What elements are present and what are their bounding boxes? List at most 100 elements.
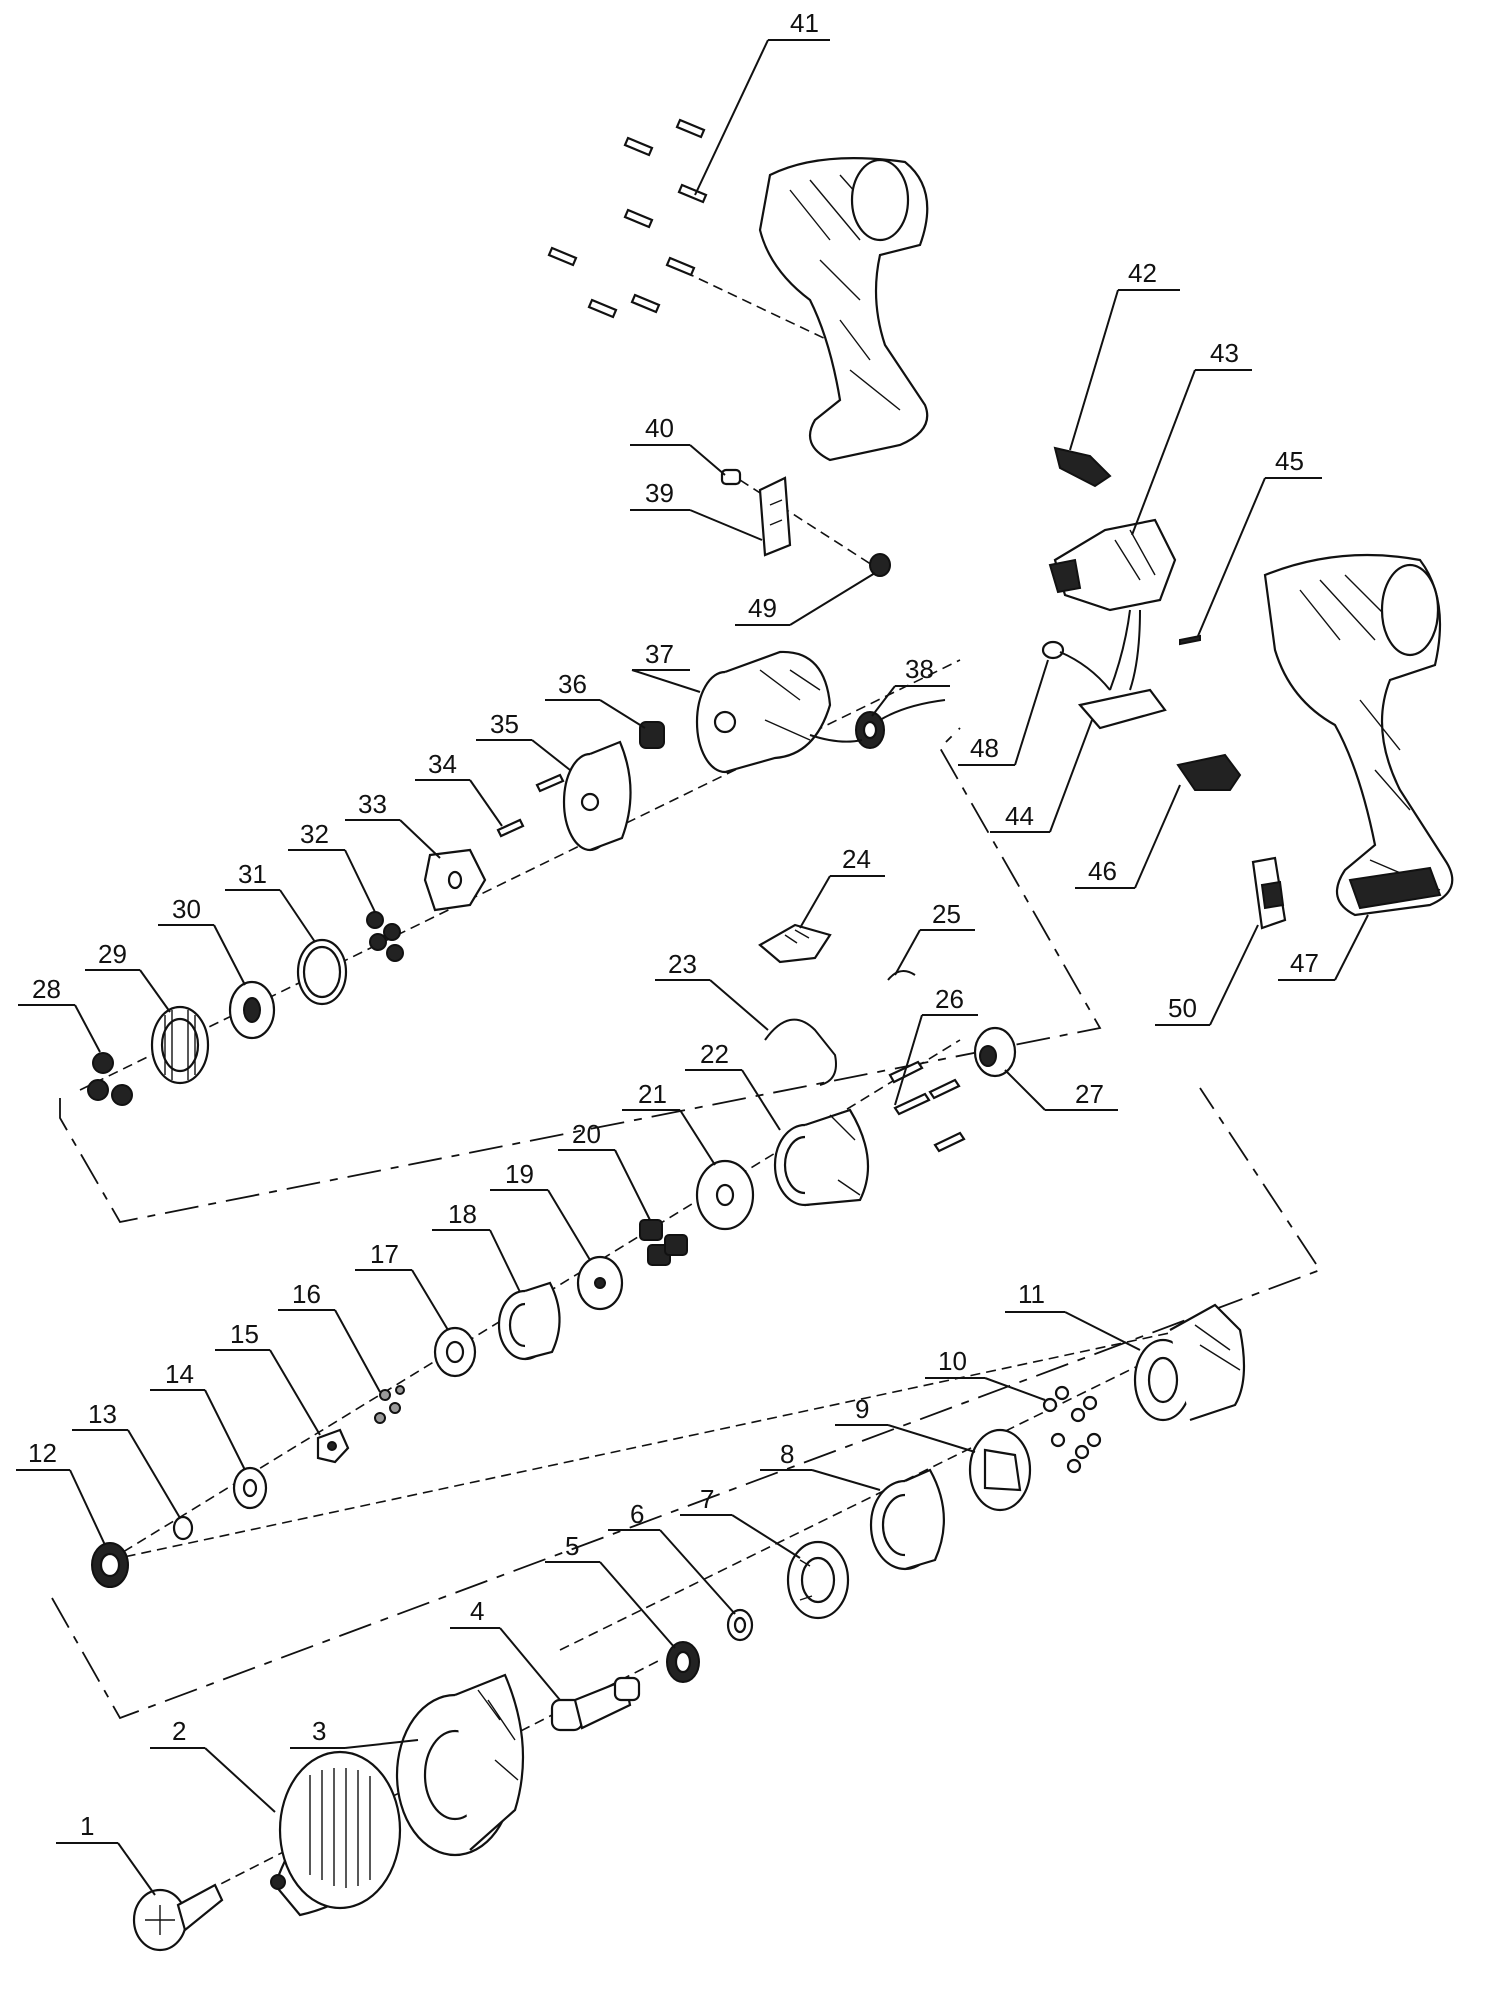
callout-39: 39 <box>630 478 763 541</box>
part-46-contact <box>1176 753 1242 791</box>
svg-text:18: 18 <box>448 1199 477 1229</box>
callout-5: 5 <box>545 1531 676 1649</box>
svg-text:35: 35 <box>490 709 519 739</box>
part-47-housing-half-right <box>1263 553 1454 917</box>
svg-text:48: 48 <box>970 733 999 763</box>
callout-22: 22 <box>685 1039 781 1131</box>
callout-50: 50 <box>1155 924 1259 1026</box>
callout-13: 13 <box>72 1399 181 1519</box>
svg-text:2: 2 <box>172 1716 186 1746</box>
callout-4: 4 <box>450 1596 561 1701</box>
svg-text:46: 46 <box>1088 856 1117 886</box>
svg-text:20: 20 <box>572 1119 601 1149</box>
callout-11: 11 <box>1005 1279 1141 1351</box>
svg-text:33: 33 <box>358 789 387 819</box>
part-15-carrier <box>316 1428 350 1464</box>
callout-42: 42 <box>1069 258 1180 451</box>
svg-text:21: 21 <box>638 1079 667 1109</box>
part-41-screws <box>547 118 708 319</box>
part-7-ring-gear <box>786 1540 850 1620</box>
callout-16: 16 <box>278 1279 381 1393</box>
part-14-washer <box>232 1466 268 1510</box>
callout-30: 30 <box>158 894 246 986</box>
part-49-nut <box>869 553 891 577</box>
svg-text:30: 30 <box>172 894 201 924</box>
svg-text:42: 42 <box>1128 258 1157 288</box>
callout-14: 14 <box>150 1359 246 1471</box>
callout-27: 27 <box>1004 1069 1118 1111</box>
callout-26: 26 <box>894 984 978 1106</box>
part-36-pinion <box>639 721 665 749</box>
part-44-circuit-board <box>1077 688 1167 730</box>
part-45-strip <box>1179 634 1201 646</box>
svg-text:11: 11 <box>1018 1279 1045 1309</box>
svg-text:8: 8 <box>780 1439 794 1469</box>
part-37-motor <box>695 650 832 774</box>
part-1-screw <box>132 1883 224 1952</box>
callout-19: 19 <box>490 1159 591 1261</box>
part-17-carrier <box>433 1326 477 1378</box>
part-32-planet-gears <box>366 911 404 962</box>
svg-text:25: 25 <box>932 899 961 929</box>
callout-33: 33 <box>345 789 441 859</box>
part-19-carrier <box>576 1255 624 1311</box>
svg-text:50: 50 <box>1168 993 1197 1023</box>
part-43-switch-module <box>1048 518 1177 691</box>
svg-text:17: 17 <box>370 1239 399 1269</box>
svg-text:15: 15 <box>230 1319 259 1349</box>
part-13-circlip <box>172 1515 194 1541</box>
svg-text:40: 40 <box>645 413 674 443</box>
part-23-spring-wire <box>764 1018 837 1086</box>
callout-17: 17 <box>355 1239 449 1331</box>
svg-text:41: 41 <box>790 8 819 38</box>
callout-18: 18 <box>432 1199 521 1293</box>
callout-3: 3 <box>290 1716 419 1749</box>
callout-25: 25 <box>894 899 975 976</box>
part-27-bushing <box>973 1026 1017 1078</box>
svg-text:37: 37 <box>645 639 674 669</box>
parts <box>87 118 1454 1952</box>
svg-text:16: 16 <box>292 1279 321 1309</box>
svg-text:32: 32 <box>300 819 329 849</box>
svg-text:26: 26 <box>935 984 964 1014</box>
callout-38: 38 <box>871 654 950 717</box>
housing-half-left <box>758 157 929 462</box>
callout-24: 24 <box>799 844 885 929</box>
part-20-planet-gears <box>639 1219 688 1266</box>
svg-text:9: 9 <box>855 1394 869 1424</box>
part-28-planet-gears <box>87 1052 133 1106</box>
svg-text:34: 34 <box>428 749 457 779</box>
callout-10: 10 <box>925 1346 1046 1401</box>
part-16-planet-gears <box>374 1385 405 1424</box>
callout-37: 37 <box>631 639 701 693</box>
part-35-motor-plate <box>562 740 632 852</box>
part-5-bearing <box>666 1641 700 1683</box>
part-18-ring-gear <box>497 1281 561 1361</box>
part-21-washer <box>695 1159 755 1231</box>
svg-text:47: 47 <box>1290 948 1319 978</box>
callout-7: 7 <box>680 1484 801 1559</box>
callout-23: 23 <box>655 949 769 1031</box>
callout-labels: 1 2 3 4 5 6 7 8 9 10 11 12 13 14 15 16 1… <box>16 8 1369 1896</box>
part-22-gearbox-housing <box>773 1108 870 1207</box>
callout-34: 34 <box>415 749 503 827</box>
callout-6: 6 <box>608 1499 736 1615</box>
callout-9: 9 <box>835 1394 976 1453</box>
part-11-clutch-housing <box>1133 1303 1246 1422</box>
part-24-switch <box>758 923 832 964</box>
svg-text:38: 38 <box>905 654 934 684</box>
svg-text:19: 19 <box>505 1159 534 1189</box>
svg-text:24: 24 <box>842 844 871 874</box>
svg-text:14: 14 <box>165 1359 194 1389</box>
svg-text:1: 1 <box>80 1811 94 1841</box>
callout-31: 31 <box>225 859 316 943</box>
part-25-spring-clip <box>887 970 916 981</box>
callout-28: 28 <box>18 974 101 1053</box>
part-8-sleeve <box>869 1468 945 1571</box>
svg-text:4: 4 <box>470 1596 484 1626</box>
part-6-washer <box>726 1608 754 1642</box>
part-9-clutch-plate <box>968 1428 1032 1512</box>
svg-text:12: 12 <box>28 1438 57 1468</box>
callout-1: 1 <box>56 1811 156 1896</box>
